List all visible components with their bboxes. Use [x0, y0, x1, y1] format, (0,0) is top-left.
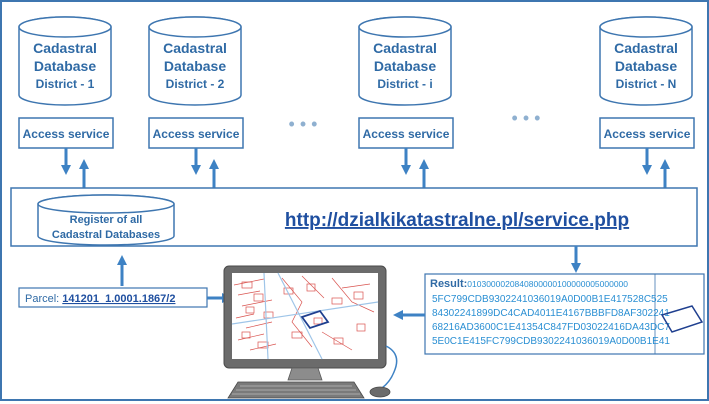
- computer-icon: [223, 265, 398, 399]
- mouse-cable: [381, 345, 398, 389]
- result-line-2: 84302241899DC4CAD4011E4167BBBFD8AF302241: [432, 308, 670, 319]
- parcel-shape-icon: [660, 305, 704, 333]
- access-service-label: Access service: [153, 127, 240, 141]
- architecture-diagram: Cadastral Database District - 1 Cadastra…: [10, 16, 705, 399]
- access-service-label: Access service: [604, 127, 691, 141]
- service-arrows: [61, 148, 670, 188]
- result-label: Result:: [430, 278, 467, 290]
- database-district-2: Cadastral Database District - 2: [148, 16, 242, 106]
- parcel-id[interactable]: 141201_1.0001.1867/2: [62, 293, 175, 305]
- mouse-icon: [369, 386, 391, 398]
- db-line2: Database: [615, 58, 677, 74]
- access-service-i: Access service: [358, 117, 454, 149]
- db-line2: Database: [164, 58, 226, 74]
- result-line-0: 0103000020840800000100000005000000: [467, 279, 628, 289]
- register-database: Register of all Cadastral Databases: [37, 194, 175, 246]
- parcel-label: Parcel:: [25, 293, 62, 305]
- database-district-n: Cadastral Database District - N: [599, 16, 693, 106]
- db-line2: Database: [34, 58, 96, 74]
- selected-parcel-icon: [300, 309, 330, 330]
- database-district-i: Cadastral Database District - i: [358, 16, 452, 106]
- result-line-1: 5FC799CDB9302241036019A0D00B1E417528C525: [432, 294, 668, 305]
- map-parcels: [233, 275, 375, 351]
- map-roads: [231, 272, 379, 360]
- result-box: Result:010300002084080000010000000500000…: [424, 273, 705, 355]
- db-line3: District - 2: [166, 77, 225, 91]
- register-line2: Cadastral Databases: [52, 229, 160, 241]
- db-line1: Cadastral: [373, 40, 437, 56]
- result-line-3: 68216AD3600C1E41354C847FD03022416DA43DC7: [432, 322, 670, 333]
- db-line1: Cadastral: [614, 40, 678, 56]
- svg-text:Parcel: 141201_1.0001.1867/2: Parcel: 141201_1.0001.1867/2: [25, 293, 175, 305]
- db-line3: District - 1: [36, 77, 95, 91]
- svg-text:Result:01030000208408000001000: Result:010300002084080000010000000500000…: [430, 278, 628, 290]
- db-line3: District - N: [616, 77, 677, 91]
- result-line-4: 5E0C1E415FC799CDB9302241036019A0D00B1E41: [432, 336, 670, 347]
- ellipsis-right: • • •: [512, 108, 541, 128]
- access-service-label: Access service: [363, 127, 450, 141]
- db-line1: Cadastral: [163, 40, 227, 56]
- db-line1: Cadastral: [33, 40, 97, 56]
- database-district-1: Cadastral Database District - 1: [18, 16, 112, 106]
- access-service-1: Access service: [18, 117, 114, 149]
- db-line3: District - i: [377, 77, 432, 91]
- register-line1: Register of all: [70, 214, 143, 226]
- service-url-link[interactable]: http://dzialkikatastralne.pl/service.php: [285, 210, 629, 231]
- access-service-n: Access service: [599, 117, 695, 149]
- db-line2: Database: [374, 58, 436, 74]
- parcel-box: Parcel: 141201_1.0001.1867/2: [18, 287, 208, 308]
- access-service-2: Access service: [148, 117, 244, 149]
- access-service-label: Access service: [23, 127, 110, 141]
- ellipsis-left: • • •: [289, 114, 318, 134]
